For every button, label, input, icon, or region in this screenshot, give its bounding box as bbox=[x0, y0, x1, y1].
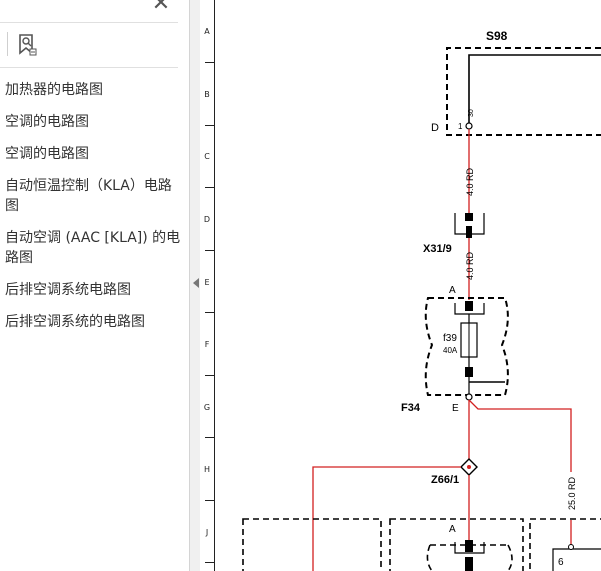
wiring-diagram: S98 30 1 D 4.0 RD X31/9 4.0 RD A f39 40A… bbox=[242, 29, 601, 571]
bookmark-item[interactable]: 空调的电路图 bbox=[5, 114, 89, 130]
bookmark-item[interactable]: 自动恒温控制（KLA）电路图 bbox=[5, 178, 172, 214]
connector-label: X31/9 bbox=[423, 243, 452, 255]
bookmarks-panel: ✕ 加热器的电路图 空调的电路图 空调的电路图 自动恒温控制（KLA）电路图 自… bbox=[0, 0, 190, 571]
ruler-label: G bbox=[203, 403, 211, 412]
ruler-border bbox=[214, 0, 215, 571]
pin-label: 1 bbox=[458, 122, 463, 131]
wire-label: 4.0 RD bbox=[465, 251, 475, 280]
s98-component: S98 30 1 D bbox=[431, 29, 601, 136]
ruler-tick bbox=[205, 312, 214, 313]
ruler-label: E bbox=[204, 278, 210, 287]
connector-label: D bbox=[431, 122, 439, 134]
wire-label: 4.0 RD bbox=[465, 167, 475, 196]
divider bbox=[0, 22, 178, 23]
wire bbox=[312, 466, 461, 571]
bookmark-item[interactable]: 加热器的电路图 bbox=[5, 82, 103, 98]
divider bbox=[7, 32, 8, 56]
ruler-tick bbox=[205, 500, 214, 501]
collapse-panel-arrow-icon[interactable] bbox=[191, 276, 201, 290]
close-icon[interactable]: ✕ bbox=[151, 0, 171, 15]
component-box bbox=[426, 544, 513, 571]
component-box bbox=[242, 518, 382, 571]
connector-label: A bbox=[449, 524, 456, 535]
connector-label: E bbox=[452, 403, 459, 414]
ruler-label: A bbox=[204, 27, 210, 36]
ruler-label: D bbox=[203, 215, 211, 224]
wire bbox=[468, 399, 572, 472]
component-label: S98 bbox=[486, 29, 508, 43]
connector-label: A bbox=[449, 285, 456, 296]
fuse-rating: 40A bbox=[443, 346, 458, 355]
bookmark-item[interactable]: 后排空调系统电路图 bbox=[5, 282, 131, 298]
bookmark-item[interactable]: 空调的电路图 bbox=[5, 146, 89, 162]
ruler-tick bbox=[205, 250, 214, 251]
ruler-label: B bbox=[204, 90, 210, 99]
ruler-tick bbox=[205, 437, 214, 438]
ruler-tick bbox=[205, 62, 214, 63]
splice-label: Z66/1 bbox=[431, 474, 459, 486]
pin-label: 30 bbox=[468, 109, 475, 117]
fuse-label: f39 bbox=[443, 333, 457, 344]
pin-housing bbox=[454, 542, 485, 554]
bookmark-list: 加热器的电路图 空调的电路图 空调的电路图 自动恒温控制（KLA）电路图 自动空… bbox=[5, 80, 185, 344]
ruler-tick bbox=[205, 562, 214, 563]
wire bbox=[552, 548, 601, 571]
ruler-label: F bbox=[204, 340, 210, 349]
bookmark-search-icon bbox=[19, 34, 37, 56]
component-box bbox=[529, 518, 601, 571]
ruler-label: C bbox=[204, 152, 210, 161]
ruler-tick bbox=[205, 125, 214, 126]
component-box bbox=[389, 518, 524, 571]
pin bbox=[465, 540, 473, 552]
component-label: F34 bbox=[401, 402, 421, 414]
bookmark-item[interactable]: 自动空调 (AAC [KLA]) 的电路图 bbox=[5, 230, 181, 266]
page-grid-ruler bbox=[200, 0, 214, 571]
pin bbox=[465, 557, 473, 571]
pin-label: 6 bbox=[558, 557, 564, 568]
viewer-background bbox=[190, 0, 200, 571]
ruler-tick bbox=[205, 375, 214, 376]
divider bbox=[0, 67, 178, 68]
ruler-label: J bbox=[205, 528, 209, 537]
bookmark-options-button[interactable] bbox=[16, 33, 38, 57]
f34-fuse-block: A f39 40A F34 E bbox=[401, 285, 509, 414]
x31-connector: X31/9 bbox=[423, 213, 485, 255]
bookmark-item[interactable]: 后排空调系统的电路图 bbox=[5, 314, 145, 330]
wire-label: 25.0 RD bbox=[567, 476, 577, 510]
z66-splice: Z66/1 bbox=[431, 458, 478, 486]
ruler-tick bbox=[205, 187, 214, 188]
ruler-label: H bbox=[203, 465, 210, 474]
